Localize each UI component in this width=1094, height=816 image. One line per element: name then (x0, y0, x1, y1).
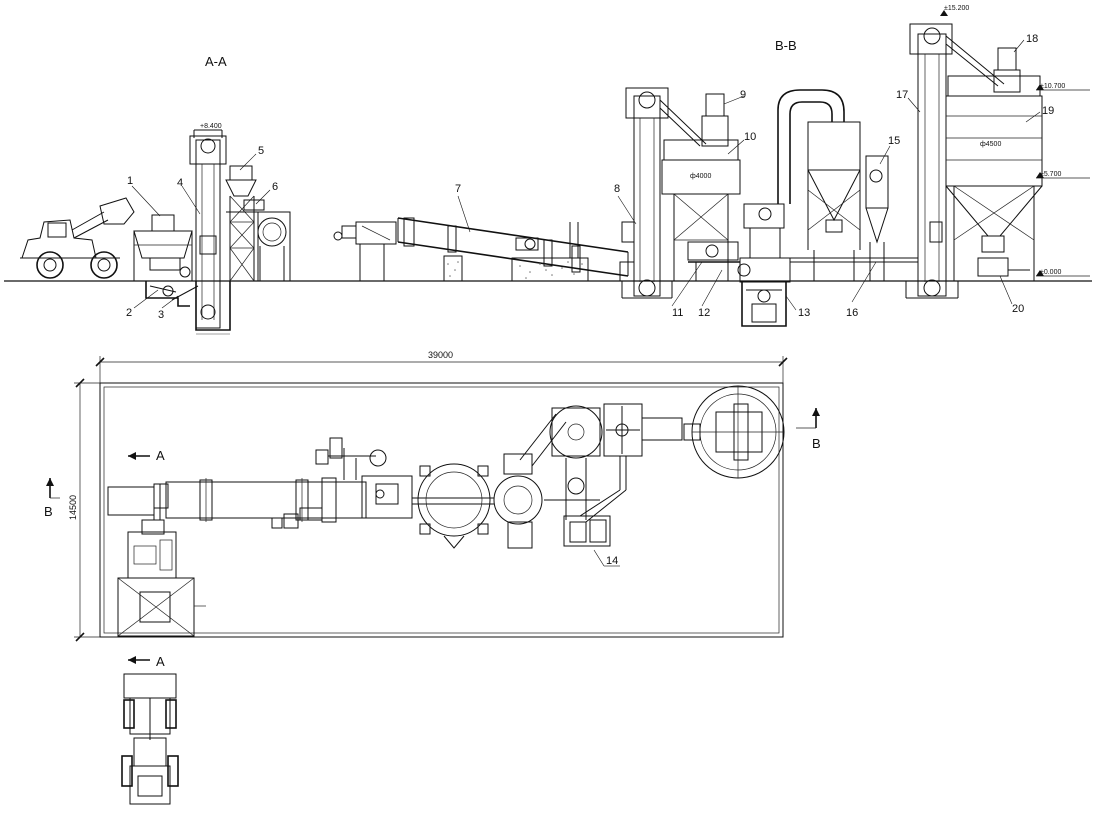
bucket-elevator-bb-left (621, 87, 707, 299)
product-silo: ф4500 (945, 47, 1043, 281)
callout-10: 10 (744, 131, 756, 143)
wheel-loader-elevation (20, 197, 135, 279)
feed-hopper (133, 214, 193, 281)
elevation-0000: ±0.000 (1040, 269, 1061, 276)
callout-5: 5 (258, 145, 264, 157)
section-title-aa: A-A (205, 54, 227, 69)
callout-9: 9 (740, 89, 746, 101)
bucket-elevator-aa: +8.400 (189, 123, 227, 329)
belt-feeder-and-pit (145, 281, 231, 335)
wheel-loader-plan (121, 673, 179, 805)
rotary-dryer (333, 217, 635, 282)
elevation-5700: ±5.700 (1040, 171, 1061, 178)
callout-14: 14 (606, 555, 618, 567)
hopper-plan (117, 483, 206, 637)
screw-conveyor-plan (361, 475, 494, 519)
width-dimension-text: 14500 (68, 495, 78, 520)
cyclone-collector (777, 89, 861, 281)
callout-13: 13 (798, 307, 810, 319)
callout-3: 3 (158, 309, 164, 321)
mill-feed-bin: ф4000 (661, 93, 741, 281)
section-markers: A A B B (44, 408, 821, 669)
elevation-10700: ±10.700 (1040, 83, 1065, 90)
elevation-8400: +8.400 (200, 123, 222, 130)
dryer-plan (107, 437, 387, 529)
bucket-elevator-bb-right: ±15.200 (905, 5, 1005, 299)
callouts-elevation: 1 2 3 4 5 6 7 8 9 10 11 12 13 1 (126, 33, 1054, 321)
building-outline (99, 382, 784, 638)
feeder-conveyor (687, 241, 740, 281)
diameter-4000: ф4000 (690, 173, 711, 180)
plan-view: 39000 14500 A A B B (44, 350, 821, 805)
callout-7: 7 (455, 183, 461, 195)
callout-20: 20 (1012, 303, 1024, 315)
section-marker-b-right: B (812, 436, 821, 451)
length-dimension: 39000 (95, 350, 788, 383)
elevation-view: A-A B-B (4, 5, 1092, 335)
callout-12: 12 (698, 307, 710, 319)
elevation-marks-right: ±10.700 ±5.700 ±0.000 (1036, 83, 1090, 277)
diameter-4500: ф4500 (980, 141, 1001, 148)
callout-1: 1 (127, 175, 133, 187)
classifier-plan (493, 413, 600, 549)
width-dimension: 14500 (68, 378, 100, 642)
callout-6: 6 (272, 181, 278, 193)
dust-collector-plan: 14 (563, 515, 620, 567)
mill-plan (417, 463, 491, 549)
grinding-mill (737, 203, 791, 327)
callout-2: 2 (126, 307, 132, 319)
callout-4: 4 (177, 177, 183, 189)
callout-11: 11 (672, 307, 683, 319)
elevation-15200: ±15.200 (944, 5, 969, 12)
bag-dust-collector (790, 155, 918, 281)
callout-16: 16 (846, 307, 858, 319)
section-marker-b-left: B (44, 504, 53, 519)
section-marker-a-top: A (156, 448, 165, 463)
length-dimension-text: 39000 (428, 350, 453, 360)
transfer-duct-plan (549, 403, 683, 523)
section-marker-a-bottom: A (156, 654, 165, 669)
callout-19: 19 (1042, 105, 1054, 117)
storage-bin-tower (225, 165, 291, 282)
callout-15: 15 (888, 135, 900, 147)
silo-plan (683, 385, 785, 479)
callout-18: 18 (1026, 33, 1038, 45)
callout-8: 8 (614, 183, 620, 195)
callout-17: 17 (896, 89, 908, 101)
section-title-bb: B-B (775, 38, 797, 53)
